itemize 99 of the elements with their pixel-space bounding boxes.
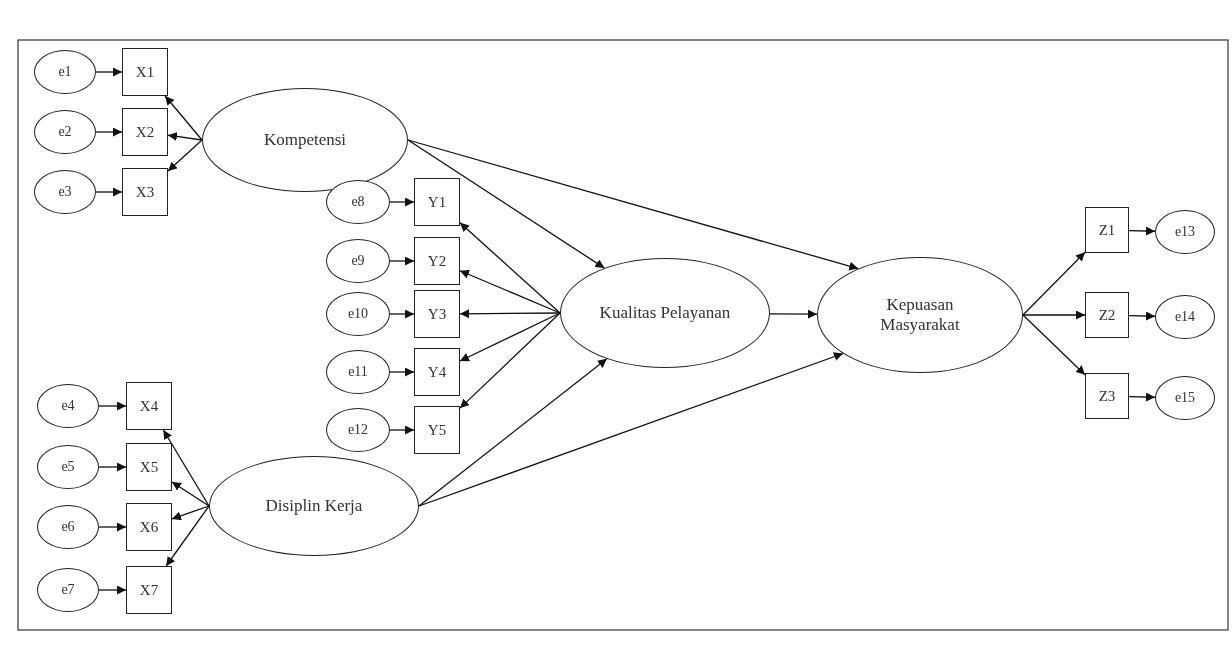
error-term-ellipse xyxy=(326,350,390,394)
arrow xyxy=(459,270,561,314)
variable-label: e10 xyxy=(347,305,369,323)
arrow xyxy=(164,95,203,141)
variable-label: X7 xyxy=(139,581,159,599)
variable-label: Z2 xyxy=(1098,306,1116,324)
indicator-box xyxy=(414,178,460,226)
error-term-ellipse xyxy=(37,568,99,612)
error-term-ellipse xyxy=(1155,295,1215,339)
variable-label: Z1 xyxy=(1098,221,1116,239)
indicator-box xyxy=(1085,207,1129,253)
indicator-box xyxy=(126,566,172,614)
arrow xyxy=(1022,314,1086,376)
arrow xyxy=(769,309,818,319)
arrow xyxy=(95,127,123,137)
arrow xyxy=(1022,251,1086,316)
arrow xyxy=(162,429,210,507)
variable-label: X2 xyxy=(135,123,155,141)
variable-label: Y2 xyxy=(427,252,447,270)
arrow xyxy=(389,309,415,319)
variable-label: Disiplin Kerja xyxy=(265,495,363,517)
variable-label: e12 xyxy=(347,421,369,439)
error-term-ellipse xyxy=(34,170,96,214)
indicator-box xyxy=(122,48,168,96)
arrow xyxy=(95,67,123,77)
arrow xyxy=(171,505,210,521)
arrow xyxy=(389,367,415,377)
arrow xyxy=(459,312,561,362)
indicator-box xyxy=(1085,373,1129,419)
error-term-ellipse xyxy=(34,50,96,94)
error-term-ellipse xyxy=(326,180,390,224)
variable-label: e3 xyxy=(58,183,72,201)
arrow xyxy=(418,352,844,507)
variable-label: X4 xyxy=(139,397,159,415)
indicator-box xyxy=(122,108,168,156)
variable-label: X6 xyxy=(139,518,159,536)
variable-label: e15 xyxy=(1174,389,1196,407)
arrow xyxy=(389,425,415,435)
indicator-box xyxy=(414,406,460,454)
indicator-box xyxy=(414,290,460,338)
indicator-box xyxy=(126,503,172,551)
arrow xyxy=(165,505,210,567)
error-term-ellipse xyxy=(1155,210,1215,254)
variable-label: e9 xyxy=(351,252,365,270)
variable-label: Kompetensi xyxy=(263,129,347,151)
arrow xyxy=(1022,310,1086,320)
arrow xyxy=(459,312,561,409)
indicator-box xyxy=(126,443,172,491)
error-term-ellipse xyxy=(1155,376,1215,420)
indicator-box xyxy=(126,382,172,430)
variable-label: Kepuasan Masyarakat xyxy=(879,294,961,336)
arrow xyxy=(459,309,561,319)
variable-label: e7 xyxy=(61,581,75,599)
arrow xyxy=(459,222,561,314)
arrow xyxy=(95,187,123,197)
variable-label: X3 xyxy=(135,183,155,201)
arrow xyxy=(1128,311,1156,321)
arrow xyxy=(1128,226,1156,236)
error-term-ellipse xyxy=(37,384,99,428)
indicator-box xyxy=(122,168,168,216)
arrow xyxy=(1128,392,1156,402)
variable-label: e6 xyxy=(61,518,75,536)
arrow xyxy=(407,139,859,271)
arrow xyxy=(418,358,608,507)
error-term-ellipse xyxy=(326,292,390,336)
variable-label: Y4 xyxy=(427,363,447,381)
variable-label: e1 xyxy=(58,63,72,81)
arrow xyxy=(98,401,127,411)
error-term-ellipse xyxy=(326,239,390,283)
variable-label: X1 xyxy=(135,63,155,81)
indicator-box xyxy=(414,237,460,285)
arrow xyxy=(167,139,203,172)
arrow xyxy=(389,256,415,266)
error-term-ellipse xyxy=(34,110,96,154)
variable-label: Y3 xyxy=(427,305,447,323)
variable-label: e13 xyxy=(1174,223,1196,241)
arrow xyxy=(98,585,127,595)
variable-label: Kualitas Pelayanan xyxy=(599,302,731,324)
arrow xyxy=(167,132,203,141)
variable-label: X5 xyxy=(139,458,159,476)
arrow xyxy=(98,522,127,532)
error-term-ellipse xyxy=(37,505,99,549)
error-term-ellipse xyxy=(37,445,99,489)
variable-label: Y5 xyxy=(427,421,447,439)
variable-label: e11 xyxy=(348,363,368,381)
arrow xyxy=(171,481,210,507)
variable-label: Z3 xyxy=(1098,387,1116,405)
arrow xyxy=(389,197,415,207)
variable-label: e8 xyxy=(351,193,365,211)
variable-label: e14 xyxy=(1174,308,1196,326)
error-term-ellipse xyxy=(326,408,390,452)
variable-label: e5 xyxy=(61,458,75,476)
indicator-box xyxy=(414,348,460,396)
variable-label: e4 xyxy=(61,397,75,415)
arrow xyxy=(407,139,606,269)
variable-label: e2 xyxy=(58,123,72,141)
variable-label: Y1 xyxy=(427,193,447,211)
indicator-box xyxy=(1085,292,1129,338)
arrow xyxy=(98,462,127,472)
